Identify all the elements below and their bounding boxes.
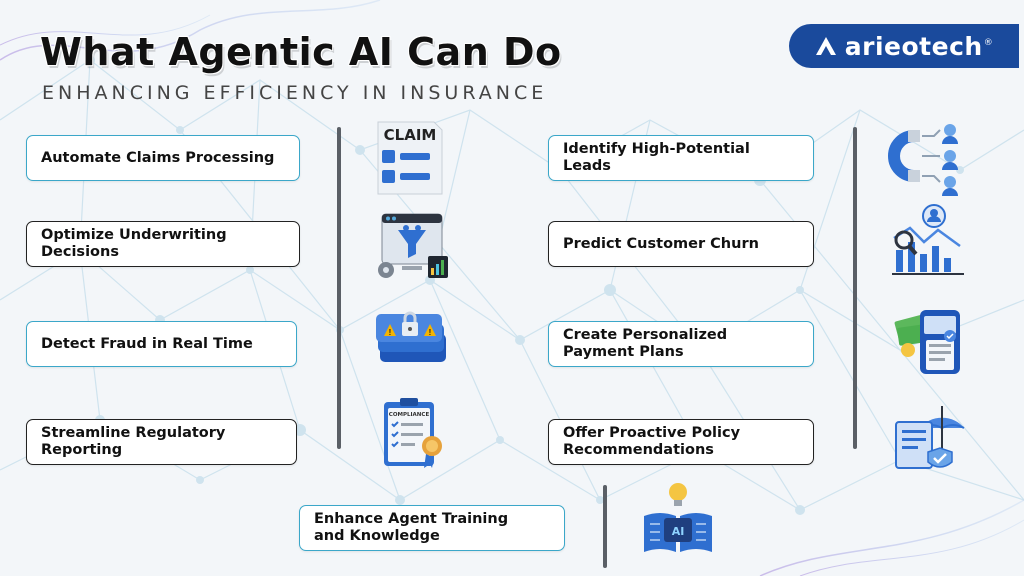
svg-text:!: ! — [389, 328, 392, 337]
left-column-divider — [337, 127, 341, 449]
compliance-clipboard-icon: COMPLIANCE — [384, 398, 442, 468]
card-label: Identify High-Potential Leads — [563, 141, 750, 174]
card-label: Optimize Underwriting Decisions — [41, 227, 227, 260]
card-high-potential-leads: Identify High-Potential Leads — [548, 135, 814, 181]
fraud-alert-lock-icon: ! ! — [376, 311, 446, 362]
card-label: Streamline Regulatory Reporting — [41, 425, 226, 458]
bottom-divider — [603, 485, 607, 568]
logo-mark-icon — [815, 37, 836, 55]
ai-icon-text: AI — [672, 525, 685, 538]
card-label: Predict Customer Churn — [563, 235, 759, 252]
card-label: Offer Proactive Policy Recommendations — [563, 425, 741, 458]
lead-magnet-icon — [888, 124, 958, 196]
svg-text:!: ! — [429, 328, 432, 337]
claim-icon-text: CLAIM — [384, 126, 437, 144]
card-label: Create Personalized Payment Plans — [563, 327, 728, 360]
arieotech-logo: arieotech® — [789, 24, 1019, 68]
compliance-icon-text: COMPLIANCE — [389, 412, 430, 418]
policy-umbrella-icon — [895, 406, 965, 469]
card-payment-plans: Create Personalized Payment Plans — [548, 321, 814, 367]
payment-plan-icon — [894, 310, 960, 374]
page-title: What Agentic AI Can Do — [40, 30, 562, 74]
card-label: Enhance Agent Training and Knowledge — [314, 511, 509, 544]
ai-training-book-icon: AI — [644, 483, 712, 552]
brand-name: arieotech — [844, 31, 983, 61]
churn-chart-icon — [892, 204, 964, 275]
card-label: Detect Fraud in Real Time — [41, 335, 253, 352]
page-subtitle: ENHANCING EFFICIENCY IN INSURANCE — [42, 82, 548, 104]
card-policy-recommendations: Offer Proactive Policy Recommendations — [548, 419, 814, 465]
right-column-divider — [853, 127, 857, 449]
card-agent-training: Enhance Agent Training and Knowledge — [299, 505, 565, 551]
card-customer-churn: Predict Customer Churn — [548, 221, 814, 267]
card-detect-fraud: Detect Fraud in Real Time — [26, 321, 297, 367]
card-regulatory-reporting: Streamline Regulatory Reporting — [26, 419, 297, 465]
claim-form-icon: CLAIM — [377, 121, 443, 195]
card-optimize-underwriting: Optimize Underwriting Decisions — [26, 221, 300, 267]
underwriting-funnel-icon — [378, 213, 448, 278]
brand-trademark: ® — [983, 38, 994, 49]
card-label: Automate Claims Processing — [41, 149, 275, 166]
card-automate-claims: Automate Claims Processing — [26, 135, 300, 181]
